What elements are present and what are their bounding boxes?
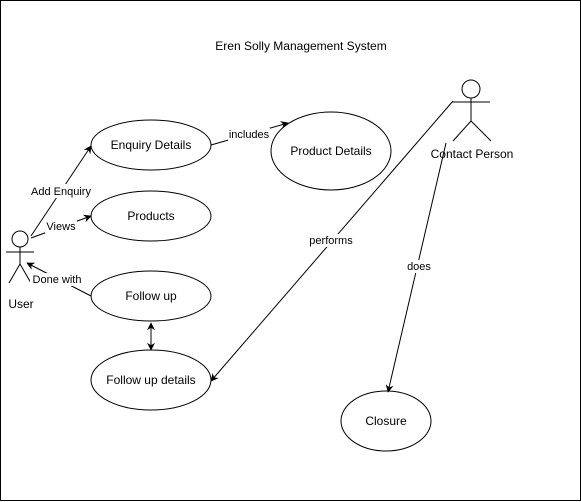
edge-label-does-group: does xyxy=(405,260,433,273)
edge-label-includes-group: includes xyxy=(228,128,270,141)
enquiry-details-label: Enquiry Details xyxy=(111,138,192,152)
contact-person-actor-label: Contact Person xyxy=(431,147,514,161)
user-actor xyxy=(6,230,34,284)
edge-label-includes: includes xyxy=(229,129,270,141)
edge-label-views-group: Views xyxy=(45,220,77,233)
system-title: Eren Solly Management System xyxy=(215,39,386,53)
edge-label-performs-group: performs xyxy=(307,234,355,247)
contact-person-actor xyxy=(452,79,492,142)
edge-label-does: does xyxy=(407,261,431,273)
edge-label-add-enquiry: Add Enquiry xyxy=(31,186,91,198)
edge-label-performs: performs xyxy=(309,235,353,247)
edge-label-done-with-group: Done with xyxy=(30,273,84,286)
use-case-product-details xyxy=(270,111,392,191)
user-actor-label: User xyxy=(8,297,33,311)
edge-label-views: Views xyxy=(46,221,76,233)
product-details-label: Product Details xyxy=(290,144,371,158)
edge-label-add-enquiry-group: Add Enquiry xyxy=(29,184,93,198)
follow-up-details-label: Follow up details xyxy=(106,373,195,387)
closure-label: Closure xyxy=(365,414,407,428)
products-label: Products xyxy=(127,209,174,223)
edge-label-done-with: Done with xyxy=(33,274,82,286)
follow-up-label: Follow up xyxy=(125,289,177,303)
